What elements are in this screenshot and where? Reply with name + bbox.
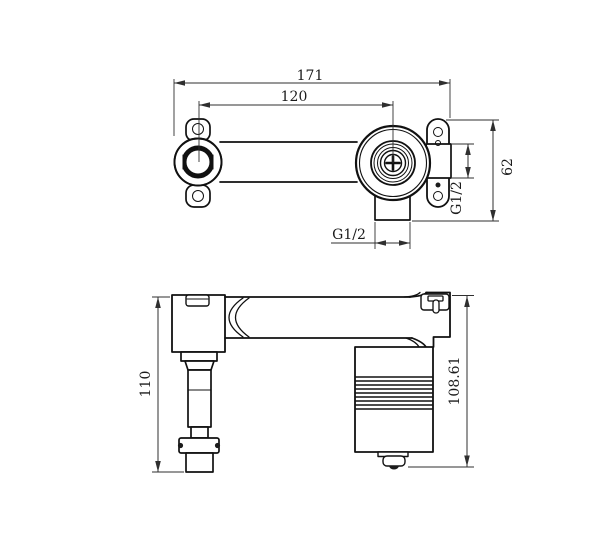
cap-tip xyxy=(389,465,399,470)
dim-label-62: 62 xyxy=(500,158,516,176)
side-outlet-stub xyxy=(426,140,452,188)
dimension-g12-bottom: G1/2 xyxy=(331,222,411,249)
oring-right xyxy=(214,442,221,449)
dimension-120: 120 xyxy=(198,89,394,163)
plate-notch-bottom xyxy=(435,182,441,188)
spout-tube xyxy=(187,369,212,428)
oring-nut xyxy=(178,437,220,454)
top-view: 171 120 62 G1/2 G1/2 xyxy=(173,68,516,249)
threaded-ring xyxy=(181,145,215,179)
dim-label-g12-side: G1/2 xyxy=(449,181,465,215)
spout-assembly xyxy=(171,294,226,473)
screw-hole-top xyxy=(192,123,204,135)
housing-outline xyxy=(425,291,451,348)
ear-tab-side xyxy=(185,294,210,307)
dim-label-120: 120 xyxy=(281,89,308,105)
dim-label-108-61: 108.61 xyxy=(447,357,463,406)
spout-end xyxy=(185,452,214,473)
dimension-110: 110 xyxy=(138,296,184,473)
dim-label-g12-bottom: G1/2 xyxy=(332,227,366,243)
spout-collar xyxy=(180,351,218,362)
plate-notch-top xyxy=(435,140,441,146)
cartridge-cylinder xyxy=(354,346,434,453)
arm-joint-curve-outer xyxy=(228,297,244,338)
cap-nub xyxy=(382,455,406,467)
cartridge-body xyxy=(354,291,451,470)
dimension-171: 171 xyxy=(173,68,451,136)
arm-joint-curve-inner xyxy=(234,297,250,338)
dim-label-171: 171 xyxy=(297,68,324,84)
clip-pin xyxy=(432,299,440,314)
left-flange xyxy=(173,118,223,208)
plate-hole-top xyxy=(433,127,443,137)
flange-ear-bottom xyxy=(185,184,211,208)
dimension-108-61: 108.61 xyxy=(408,295,474,468)
dimension-g12-side: G1/2 xyxy=(449,143,474,215)
arm-side xyxy=(224,291,428,348)
spout-step xyxy=(190,426,209,439)
screw-hole-bottom xyxy=(192,190,204,202)
side-view: 110 108.61 xyxy=(138,291,474,473)
dimension-62: 62 xyxy=(412,119,516,222)
thread-ribs xyxy=(355,376,433,410)
plate-hole-bottom xyxy=(433,191,443,201)
spout-taper xyxy=(184,360,215,371)
oring-left xyxy=(177,442,184,449)
connecting-arm xyxy=(219,141,358,183)
dim-label-110: 110 xyxy=(138,371,154,398)
